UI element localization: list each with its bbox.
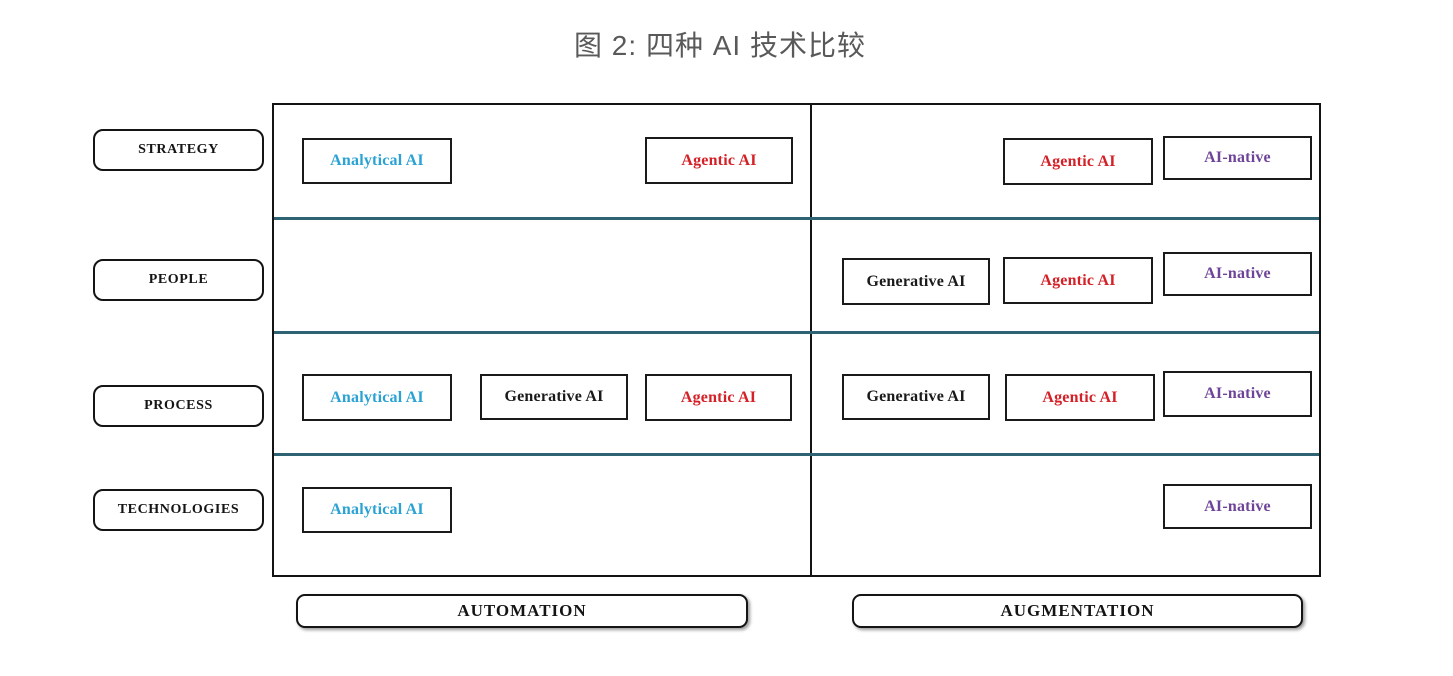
- ai-chip-ai-native: AI-native: [1163, 252, 1312, 296]
- ai-chip-agentic: Agentic AI: [645, 137, 793, 184]
- row-divider-strategy-people: [274, 217, 1319, 220]
- ai-chip-agentic: Agentic AI: [1003, 257, 1153, 304]
- ai-chip-ai-native: AI-native: [1163, 484, 1312, 529]
- figure-title: 图 2: 四种 AI 技术比较: [574, 30, 866, 61]
- ai-chip-agentic: Agentic AI: [1005, 374, 1155, 421]
- row-label-process: PROCESS: [93, 385, 264, 427]
- ai-chip-generative: Generative AI: [842, 258, 990, 305]
- ai-chip-ai-native: AI-native: [1163, 136, 1312, 180]
- row-label-strategy: STRATEGY: [93, 129, 264, 171]
- ai-chip-ai-native: AI-native: [1163, 371, 1312, 417]
- column-label-automation: AUTOMATION: [296, 594, 748, 628]
- row-divider-process-technologies: [274, 453, 1319, 456]
- ai-chip-generative: Generative AI: [480, 374, 628, 420]
- row-label-people: PEOPLE: [93, 259, 264, 301]
- column-divider: [810, 103, 812, 577]
- row-label-technologies: TECHNOLOGIES: [93, 489, 264, 531]
- ai-chip-generative: Generative AI: [842, 374, 990, 420]
- ai-chip-analytical: Analytical AI: [302, 138, 452, 184]
- ai-chip-analytical: Analytical AI: [302, 374, 452, 421]
- ai-chip-agentic: Agentic AI: [1003, 138, 1153, 185]
- ai-chip-analytical: Analytical AI: [302, 487, 452, 533]
- row-divider-people-process: [274, 331, 1319, 334]
- column-label-augmentation: AUGMENTATION: [852, 594, 1303, 628]
- ai-chip-agentic: Agentic AI: [645, 374, 792, 421]
